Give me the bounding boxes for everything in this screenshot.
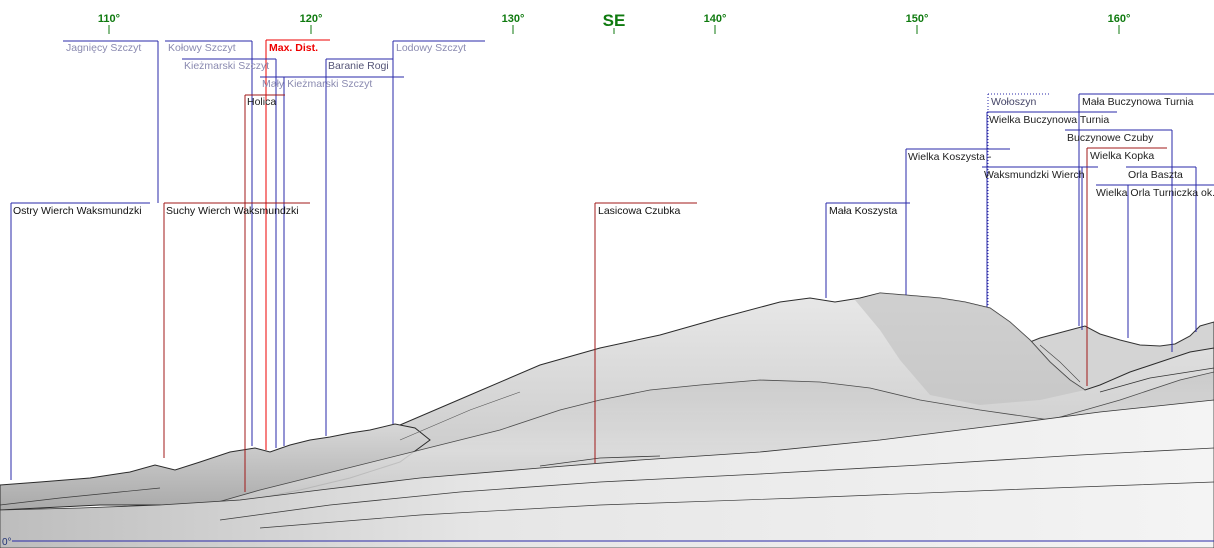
peak-marker[interactable]: Suchy Wierch Waksmundzki xyxy=(163,202,310,458)
tick-label-130: 130° xyxy=(502,13,525,25)
terrain-contour-6 xyxy=(1039,344,1081,383)
peak-marker[interactable]: Wielka Buczynowa Turnia xyxy=(986,111,1117,307)
peak-label[interactable]: Waksmundzki Wierch xyxy=(984,169,1085,181)
peak-marker[interactable]: Wielka Kopka xyxy=(1086,147,1167,386)
peak-label[interactable]: Kieżmarski Szczyt xyxy=(184,60,269,72)
peak-marker[interactable]: Holica xyxy=(244,94,285,492)
peak-marker[interactable]: Lodowy Szczyt xyxy=(392,40,485,424)
peak-marker[interactable]: Baranie Rogi xyxy=(325,58,393,436)
peak-marker[interactable]: Waksmundzki Wierch xyxy=(982,166,1098,330)
peak-marker[interactable]: Mała Koszysta xyxy=(825,202,910,298)
peak-label[interactable]: Ostry Wierch Waksmundzki xyxy=(13,205,142,217)
terrain-contour-5 xyxy=(399,391,521,441)
tick-label-150: 150° xyxy=(906,13,929,25)
peak-marker[interactable]: Wielka Koszysta - xyxy=(905,148,1010,295)
terrain xyxy=(0,292,1214,548)
terrain-contour-3 xyxy=(0,487,161,506)
peak-label[interactable]: Lodowy Szczyt xyxy=(396,42,466,54)
peak-marker[interactable]: Wołoszyn xyxy=(987,93,1050,305)
peak-label[interactable]: Wielka Orla Turniczka ok. xyxy=(1096,187,1214,199)
peak-label[interactable]: Wołoszyn xyxy=(991,96,1036,108)
peak-label[interactable]: Orla Baszta xyxy=(1128,169,1183,181)
compass-tick: 120° xyxy=(300,13,323,34)
peak-marker[interactable]: Max. Dist. xyxy=(265,39,330,450)
peak-label[interactable]: Suchy Wierch Waksmundzki xyxy=(166,205,299,217)
tick-label-120: 120° xyxy=(300,13,323,25)
peak-marker[interactable]: Wielka Orla Turniczka ok. xyxy=(1096,184,1214,338)
peak-label[interactable]: Mały Kieżmarski Szczyt xyxy=(262,78,372,90)
peak-label[interactable]: Baranie Rogi xyxy=(328,60,389,72)
terrain-foreground xyxy=(0,399,1214,548)
peak-marker[interactable]: Kieżmarski Szczyt xyxy=(182,58,277,448)
tick-label-110: 110° xyxy=(98,13,120,25)
tick-label-160: 160° xyxy=(1108,13,1131,25)
horizon-zero-label: 0° xyxy=(2,537,12,548)
compass-tick: 150° xyxy=(906,13,929,34)
peak-marker[interactable]: Buczynowe Czuby xyxy=(1065,129,1173,352)
compass-tick: 160° xyxy=(1108,13,1131,34)
peak-label[interactable]: Wielka Buczynowa Turnia xyxy=(989,114,1109,126)
peak-label[interactable]: Mała Buczynowa Turnia xyxy=(1082,96,1194,108)
peak-label[interactable]: Buczynowe Czuby xyxy=(1067,132,1154,144)
peak-label[interactable]: Mała Koszysta xyxy=(829,205,897,217)
compass-scale: 110° 120° 130° 140° 150° 160° SE xyxy=(98,11,1130,34)
peak-marker[interactable]: Lasicowa Czubka xyxy=(594,202,697,463)
compass-tick: 130° xyxy=(502,13,525,34)
peak-marker[interactable]: Kołowy Szczyt xyxy=(165,40,253,446)
terrain-contour-2 xyxy=(259,481,1214,529)
peak-label[interactable]: Lasicowa Czubka xyxy=(598,205,680,217)
compass-tick: 140° xyxy=(704,13,727,34)
direction-label-se: SE xyxy=(603,11,626,30)
terrain-contour-7 xyxy=(1099,367,1214,393)
peak-label[interactable]: Wielka Kopka xyxy=(1090,150,1154,162)
peak-annotations: Jagnięcy Szczyt Kołowy Szczyt Max. Dist.… xyxy=(10,39,1214,492)
peak-label[interactable]: Holica xyxy=(247,96,276,108)
peak-marker[interactable]: Jagnięcy Szczyt xyxy=(63,40,159,203)
peak-marker[interactable]: Mała Buczynowa Turnia xyxy=(1078,93,1214,326)
peak-label-max-dist[interactable]: Max. Dist. xyxy=(269,42,318,54)
peak-marker[interactable]: Orla Baszta xyxy=(1126,166,1197,332)
tick-label-140: 140° xyxy=(704,13,727,25)
peak-marker[interactable]: Mały Kieżmarski Szczyt xyxy=(260,76,404,446)
compass-direction: SE xyxy=(603,11,626,34)
peak-label[interactable]: Jagnięcy Szczyt xyxy=(66,42,141,54)
peak-label[interactable]: Kołowy Szczyt xyxy=(168,42,236,54)
peak-label[interactable]: Wielka Koszysta - xyxy=(908,151,992,163)
terrain-contour-1 xyxy=(219,447,1214,521)
terrain-contour-4 xyxy=(539,455,661,467)
peak-marker[interactable]: Ostry Wierch Waksmundzki xyxy=(10,202,150,480)
compass-tick: 110° xyxy=(98,13,120,34)
terrain-shadow xyxy=(855,293,1085,405)
